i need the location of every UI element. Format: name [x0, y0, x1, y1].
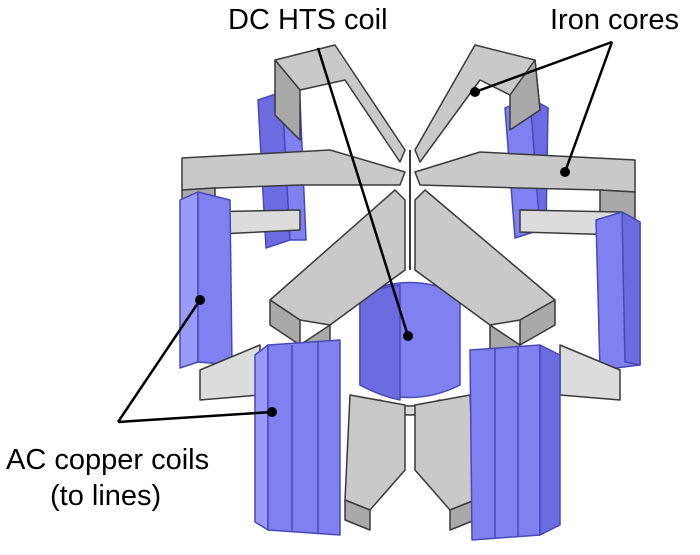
- ac-coil-front-left: [254, 339, 341, 536]
- dc-hts-coil-cylinder: [359, 281, 461, 416]
- iron-core-front-right: [414, 189, 556, 531]
- label-iron-cores: Iron cores: [550, 4, 679, 36]
- iron-core-back-left: [274, 44, 406, 163]
- label-dc-hts-coil: DC HTS coil: [228, 4, 388, 36]
- ac-coil-left: [179, 191, 233, 369]
- iron-core-back-right: [414, 44, 541, 163]
- label-ac-copper-coils: AC copper coils: [6, 444, 210, 476]
- ac-coil-right: [595, 211, 641, 371]
- leader-lines: [116, 40, 614, 424]
- label-ac-copper-coils-sub: (to lines): [50, 480, 162, 512]
- ac-coil-front-right: [469, 344, 561, 541]
